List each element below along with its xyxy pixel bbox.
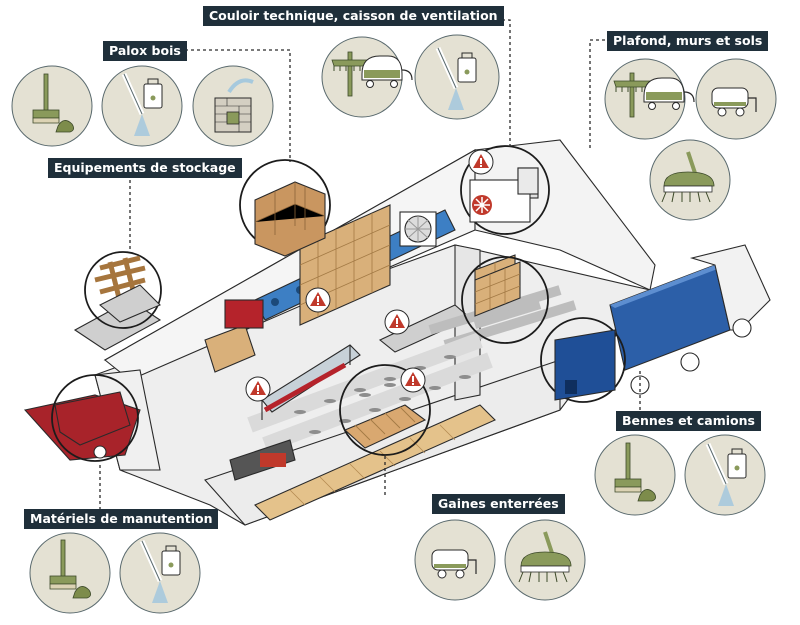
- label-gaines-enterrees: Gaines enterrées: [432, 494, 565, 514]
- icons-manutention: [29, 532, 201, 614]
- magnifier-bennes: [540, 317, 626, 403]
- warning-icon: [468, 149, 494, 175]
- magnifier-gaines: [339, 364, 431, 456]
- magnifier-manutention: [51, 374, 139, 462]
- warning-icon: [400, 367, 426, 393]
- warning-icon: [305, 287, 331, 313]
- label-bennes-camions: Bennes et camions: [616, 411, 761, 431]
- warning-icon: [245, 376, 271, 402]
- channel-cover: [254, 404, 496, 521]
- icons-couloir: [321, 34, 500, 120]
- icons-palox: [11, 65, 274, 147]
- icons-gaines: [414, 519, 586, 601]
- magnifier-stockage: [84, 251, 162, 329]
- warning-icon: [384, 309, 410, 335]
- label-plafond-murs-sols: Plafond, murs et sols: [607, 31, 769, 51]
- icons-bennes: [594, 434, 766, 516]
- truck: [609, 244, 771, 395]
- icons-plafond: [604, 58, 777, 221]
- label-equipements-stockage: Equipements de stockage: [48, 158, 242, 178]
- label-palox-bois: Palox bois: [103, 41, 187, 61]
- magnifier-couloir: [460, 145, 550, 235]
- magnifier-palox: [239, 159, 331, 257]
- magnifier-plafond: [461, 256, 549, 344]
- label-couloir-technique: Couloir technique, caisson de ventilatio…: [203, 6, 504, 26]
- label-materiels-manutention: Matériels de manutention: [24, 509, 219, 529]
